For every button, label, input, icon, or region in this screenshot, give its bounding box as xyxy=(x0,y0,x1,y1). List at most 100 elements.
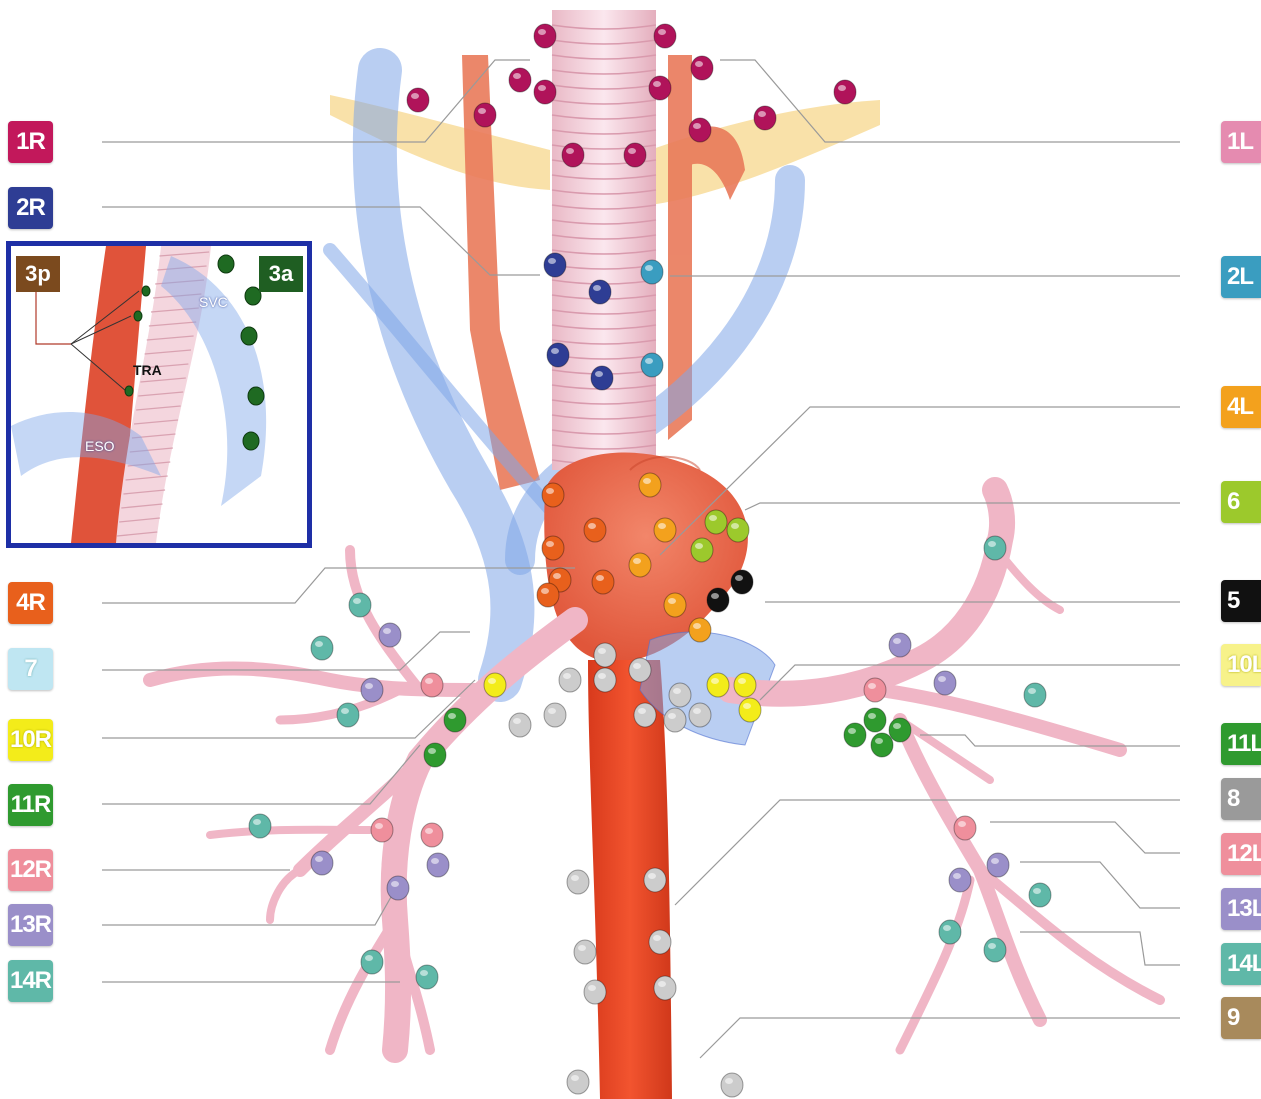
lymph-node-highlight xyxy=(638,708,646,714)
lymph-node-highlight xyxy=(658,981,666,987)
lymph-node xyxy=(589,280,611,304)
lymph-node-highlight xyxy=(563,673,571,679)
lymph-node-highlight xyxy=(628,148,636,154)
lymph-node xyxy=(361,950,383,974)
station-label-10r: 10R xyxy=(8,719,53,761)
lymph-node xyxy=(537,583,559,607)
bronchus-branch xyxy=(270,870,300,920)
station-label-7: 7 xyxy=(8,648,53,690)
lymph-node xyxy=(594,643,616,667)
lymph-node-highlight xyxy=(725,1078,733,1084)
lymph-node-highlight xyxy=(673,688,681,694)
lymph-node xyxy=(1024,683,1046,707)
lymph-node-highlight xyxy=(598,673,606,679)
lymph-node-highlight xyxy=(758,111,766,117)
lymph-node xyxy=(584,518,606,542)
lymph-node-highlight xyxy=(735,575,743,581)
lymph-node-highlight xyxy=(431,858,439,864)
lymph-node xyxy=(567,870,589,894)
lymph-node-highlight xyxy=(988,541,996,547)
lymph-node-highlight xyxy=(693,708,701,714)
station-label-5: 5 xyxy=(1221,580,1261,622)
lymph-node xyxy=(649,76,671,100)
lymph-node xyxy=(934,671,956,695)
inset-lymph-node xyxy=(218,255,234,273)
lymph-node xyxy=(584,980,606,1004)
lymph-node-highlight xyxy=(411,93,419,99)
lymph-node-highlight xyxy=(868,683,876,689)
leader-line xyxy=(990,822,1180,853)
lymph-node-highlight xyxy=(991,858,999,864)
lymph-node xyxy=(844,723,866,747)
lymph-node-highlight xyxy=(595,371,603,377)
leader-line xyxy=(102,890,395,925)
lymph-node xyxy=(629,658,651,682)
inset-label-tra: TRA xyxy=(133,362,162,378)
lymph-node xyxy=(624,143,646,167)
lymph-node xyxy=(864,708,886,732)
lymph-node xyxy=(421,823,443,847)
lymph-node xyxy=(574,940,596,964)
lymph-node-highlight xyxy=(645,358,653,364)
station-label-8: 8 xyxy=(1221,778,1261,820)
lymph-node xyxy=(427,853,449,877)
lymph-node-highlight xyxy=(668,598,676,604)
lymph-node-highlight xyxy=(478,108,486,114)
lymph-node-highlight xyxy=(695,61,703,67)
station-label-4r: 4R xyxy=(8,582,53,624)
lymph-node xyxy=(594,668,616,692)
lymph-node xyxy=(987,853,1009,877)
lymph-node xyxy=(734,673,756,697)
lymph-node-highlight xyxy=(588,523,596,529)
lymph-node-highlight xyxy=(658,523,666,529)
lymph-node xyxy=(864,678,886,702)
lymph-node-highlight xyxy=(938,676,946,682)
lymph-node-highlight xyxy=(548,708,556,714)
lymph-node xyxy=(379,623,401,647)
lymph-node xyxy=(641,353,663,377)
inset-label-svc: SVC xyxy=(199,294,228,310)
station-label-12r: 12R xyxy=(8,849,53,891)
lymph-node xyxy=(707,588,729,612)
lymph-node xyxy=(639,473,661,497)
station-label-14l: 14L xyxy=(1221,943,1261,985)
lymph-node xyxy=(509,713,531,737)
lymph-node xyxy=(542,536,564,560)
lymph-node-highlight xyxy=(588,985,596,991)
lymph-node xyxy=(424,743,446,767)
lymph-node-highlight xyxy=(513,718,521,724)
lymph-node xyxy=(654,24,676,48)
lymph-node-highlight xyxy=(420,970,428,976)
lymph-node-highlight xyxy=(838,85,846,91)
lymph-node xyxy=(534,80,556,104)
lymph-node-highlight xyxy=(551,348,559,354)
lymph-node-highlight xyxy=(875,738,883,744)
station-label-14r: 14R xyxy=(8,960,53,1002)
leader-line xyxy=(675,800,1180,905)
lymph-node-highlight xyxy=(365,683,373,689)
bronchus-branch xyxy=(900,880,970,1050)
station-label-12l: 12L xyxy=(1221,833,1261,875)
lymph-node-highlight xyxy=(571,875,579,881)
lymph-node xyxy=(984,536,1006,560)
lymph-node xyxy=(954,816,976,840)
lymph-node-highlight xyxy=(1033,888,1041,894)
leader-line xyxy=(102,632,470,670)
lymph-node xyxy=(644,868,666,892)
lymph-node xyxy=(705,510,727,534)
lymph-node-highlight xyxy=(709,515,717,521)
lymph-node xyxy=(559,668,581,692)
lymph-node xyxy=(654,518,676,542)
lymph-node-highlight xyxy=(598,648,606,654)
lymph-node xyxy=(407,88,429,112)
lymph-node xyxy=(542,483,564,507)
lymph-node xyxy=(889,633,911,657)
lymph-node-highlight xyxy=(566,148,574,154)
inset-lymph-node xyxy=(243,432,259,450)
lymph-node-highlight xyxy=(488,678,496,684)
station-label-6: 6 xyxy=(1221,481,1261,523)
lymph-node xyxy=(337,703,359,727)
lymph-node-highlight xyxy=(571,1075,579,1081)
lymph-node-highlight xyxy=(645,265,653,271)
lymph-node-highlight xyxy=(988,943,996,949)
